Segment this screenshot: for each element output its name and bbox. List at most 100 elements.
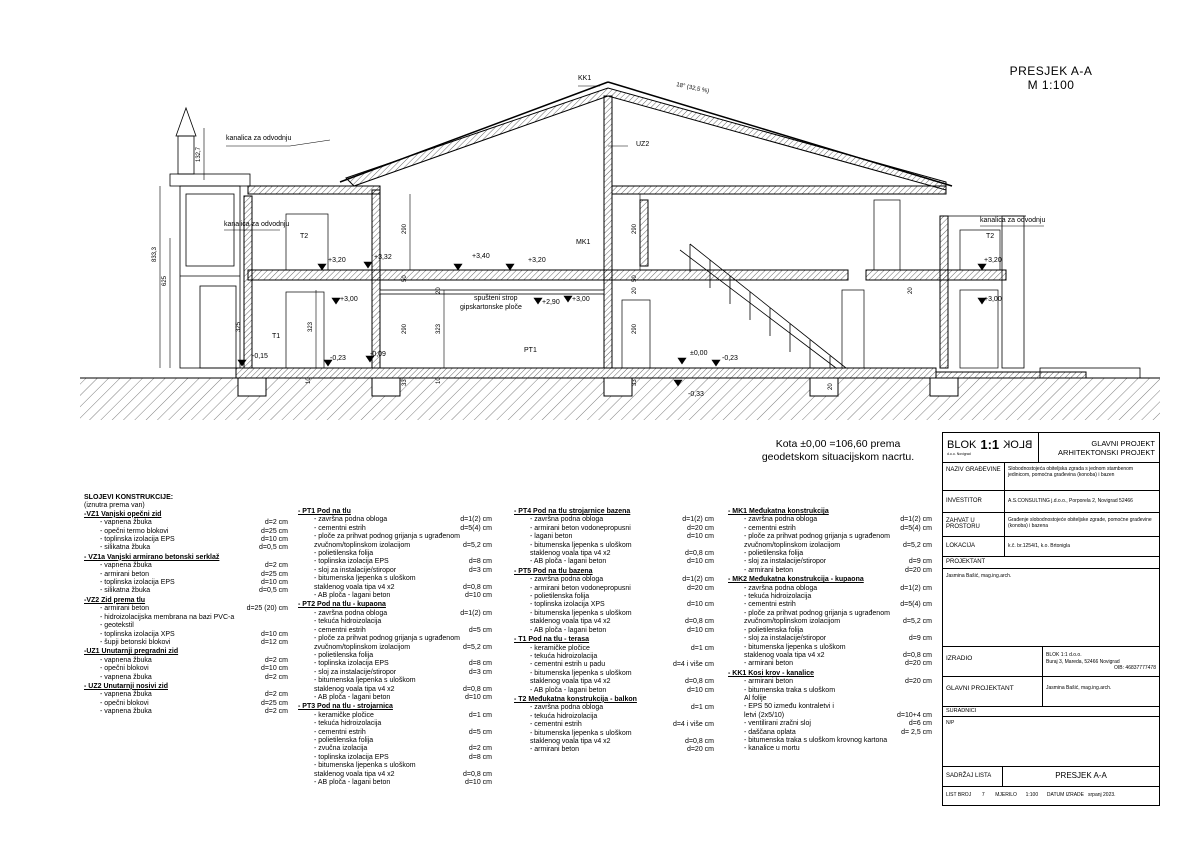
layer-material: zvučnom/toplinskom izolacijom [314,541,411,549]
first-floor-slab [247,269,849,281]
suradnici-label: SURADNICI [943,707,1159,717]
layer-thickness: d=10 cm [686,686,714,694]
label-pt1: PT1 [524,347,537,354]
dim-label: 10 [436,377,442,384]
layer-row: - bitumenska ljepenka s uloškom [298,575,492,583]
layer-group-title: - T2 Međukatna konstrukcija - balkon [514,695,637,703]
dim-label: 50 [402,275,408,282]
layer-row: - bitumenska ljepenka s uloškom [514,670,714,678]
section-drawing: KK1 UZ2 MK1 PT1 T1 T2 T2 18° (32,5 %) ka… [80,75,1160,420]
layer-material: - kanalice u mortu [744,745,800,753]
layer-material: - završna podna obloga [744,516,818,524]
layer-material: - daščana oplata [744,728,796,736]
izradio-value: BLOK 1:1 d.o.o. Buraj 3, Mareda, 52466 N… [1043,647,1159,677]
layer-material: - polietilenska folija [314,651,374,659]
layer-group: - MK1 Međukatna konstrukcija- završna po… [728,508,932,575]
layer-thickness: d=2 cm [264,519,288,527]
drawing-title-text: PRESJEK A-A [1009,64,1093,78]
title-block: BLOK 1:1 BLOK d.o.o. Novigrad GLAVNI PRO… [942,432,1160,806]
layer-material: - cementni estrih [530,721,582,729]
layer-material: - bitumenska ljepenka s uloškom [314,762,416,770]
dim-label: 290 [632,223,638,234]
stairs [679,243,847,369]
layer-row: - bitumenska ljepenka s uloškom [514,730,714,738]
layer-thickness: d=20 cm [686,746,714,754]
layer-row: - bitumenska ljepenka s uloškom [514,610,714,618]
layer-thickness: d=2 cm [264,691,288,699]
level-label: +3,20 [528,257,546,264]
dimension-lines [159,128,641,368]
layer-material: staklenog voala tipa v4 x2 [530,678,611,686]
layer-group: - KK1 Kosi krov - kanalice- armirani bet… [728,670,932,754]
right-first-slab [865,269,1007,281]
layer-material: - završna podna obloga [314,609,388,617]
layer-material: - lagani beton [530,533,573,541]
datum-label: DATUM IZRADE [1046,792,1085,798]
right-block [948,215,1141,379]
layer-material: - armirani beton [744,678,794,686]
layer-material: - opečni blokovi [100,665,149,673]
layer-group-title: -VZ1 Vanjski opečni zid [84,510,162,518]
label-kk1: KK1 [578,75,591,82]
layer-thickness: d=4 i više cm [672,721,714,729]
layer-group-title: - VZ1a Vanjski armirano betonski serklaž [84,553,220,561]
level-label: +3,32 [374,254,392,261]
layer-material: - sloj za instalacije/stiropor [744,558,827,566]
layer-material: - polietilenska folija [744,550,804,558]
dim-label: 833,3 [152,246,158,262]
projektant-label: PROJEKTANT [943,557,1159,569]
layer-material: - polietilenska folija [744,626,804,634]
layer-material: zvučnom/toplinskom izolacijom [744,541,841,549]
layer-material: - bitumenska ljepenka s uloškom [314,575,416,583]
label-ceiling-2: gipskartonske ploče [460,304,522,311]
layer-thickness: d=3 cm [468,668,492,676]
layer-thickness: d=6 cm [908,720,932,728]
layer-thickness: d=5 cm [468,626,492,634]
logo: BLOK 1:1 BLOK [947,437,1034,452]
layer-material: staklenog voala tipa v4 x2 [530,550,611,558]
layer-row: - ploče za prihvat podnog grijanja s ugr… [728,533,932,541]
layer-material: - silikatna žbuka [100,544,151,552]
layer-row: - polietilenska folija [728,550,932,558]
layer-material: - tekuća hidroizolacija [530,652,598,660]
elevation-note: Kota ±0,00 =106,60 prema geodetskom situ… [748,438,928,464]
layer-thickness: d=5(4) cm [460,524,492,532]
lokacija-label: LOKACIJA [943,537,1005,557]
layer-group: - MK2 Međukatna konstrukcija - kupaona- … [728,576,932,668]
label-gutter-top: kanalica za odvodnju [226,135,291,142]
layer-thickness: d=1(2) cm [900,584,932,592]
dim-label: 50 [632,275,638,282]
dim-label: 20 [828,383,834,390]
layer-material: Al folije [744,694,767,702]
drawing-labels: KK1 UZ2 MK1 PT1 T1 T2 T2 18° (32,5 %) ka… [152,75,1045,398]
layer-group-title: - UZ2 Unutarnji nosivi zid [84,682,169,690]
layer-thickness: d=1(2) cm [682,516,714,524]
logo-mid: 1:1 [980,437,1000,452]
layer-thickness: d=0,5 cm [259,544,288,552]
layer-material: - vapnena žbuka [100,656,152,664]
layer-thickness: d=4 i više cm [672,661,714,669]
layer-thickness: d=25 cm [260,527,288,535]
sheet-info-row: LIST BROJ 7 MJERILO 1:100 DATUM IZRADE s… [943,787,1159,805]
walls [243,95,949,369]
layer-material: - cementni estrih [314,626,366,634]
layer-group: - T1 Pod na tlu - terasa- keramičke ploč… [514,636,714,695]
layers-subheading: (iznutra prema van) [84,502,145,510]
layer-material: - geotekstil [100,622,134,630]
layer-thickness: d=1 cm [690,644,714,652]
layer-row: - polietilenska folija [298,652,492,660]
